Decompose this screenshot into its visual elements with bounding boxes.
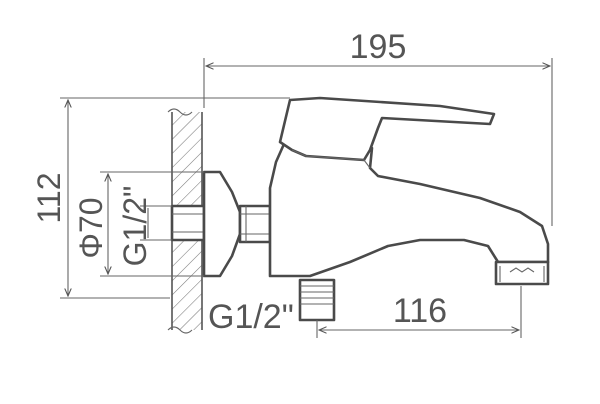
faucet-lever-handle — [278, 96, 496, 169]
flange-diameter-label: Φ70 — [73, 197, 109, 258]
dimension-overall-height: 112 — [31, 97, 290, 299]
bottom-inlet-thread-label: G1/2" — [208, 298, 294, 336]
side-inlet-thread-label: G1/2" — [117, 186, 153, 267]
dimension-side-inlet-thread: G1/2" — [117, 186, 172, 267]
overall-height-label: 112 — [31, 172, 67, 223]
dimension-spout-offset: 116 — [316, 286, 522, 338]
wall-pipe-connector — [170, 204, 206, 242]
spout-offset-label: 116 — [393, 292, 447, 330]
wall-flange — [202, 170, 242, 278]
bottom-inlet-thread — [298, 278, 336, 322]
hex-nut — [238, 204, 272, 244]
spout-aerator — [494, 260, 550, 286]
dimension-flange-diameter: Φ70 — [73, 171, 204, 277]
dimension-overall-width: 195 — [203, 28, 553, 226]
faucet-body — [268, 136, 550, 278]
overall-width-label: 195 — [350, 28, 407, 66]
